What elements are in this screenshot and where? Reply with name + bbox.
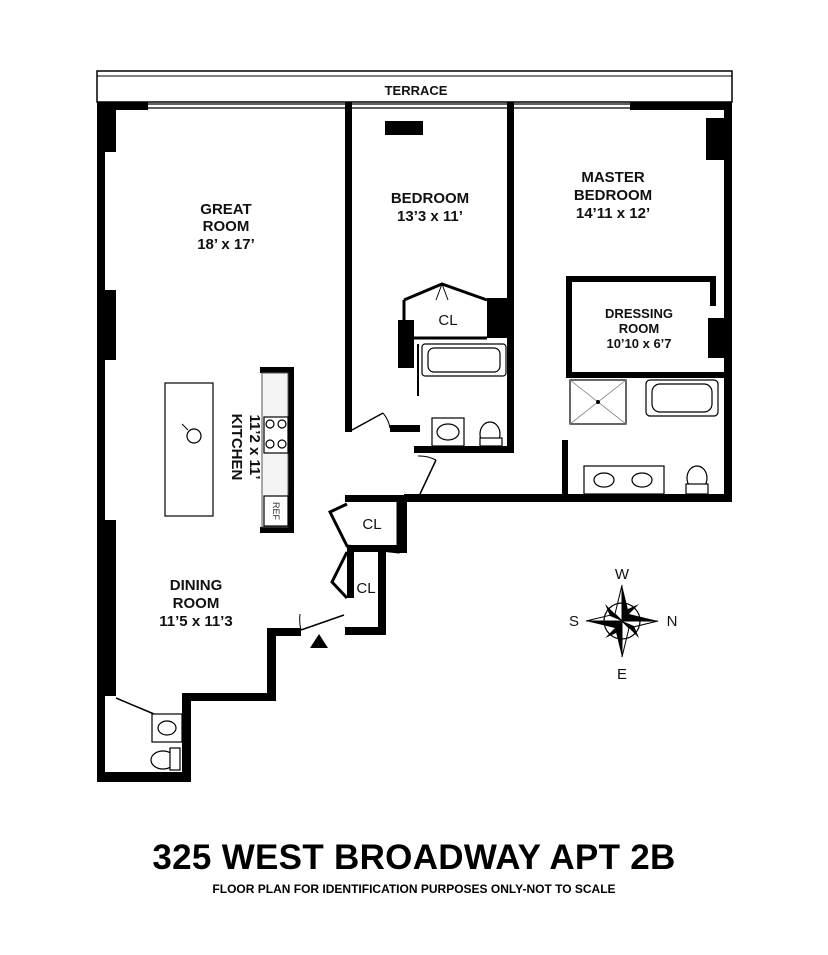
dining-room-size: 11’5 x 11’3 — [159, 613, 232, 630]
dining-room-label-1: DINING — [170, 577, 223, 594]
bedroom-size: 13’3 x 11’ — [397, 208, 463, 225]
closet-label-bedroom: CL — [438, 312, 457, 329]
bedroom-bath — [417, 343, 507, 447]
master-bedroom-label-2: BEDROOM — [574, 187, 652, 204]
fridge-label: REF — [271, 502, 281, 521]
kitchen: REF — [164, 367, 294, 533]
master-bedroom-label-1: MASTER — [581, 169, 645, 186]
great-room-label-2: ROOM — [203, 218, 250, 235]
room-labels: GREAT ROOM 18’ x 17’ BEDROOM 13’3 x 11’ … — [159, 169, 673, 630]
powder-room — [150, 713, 183, 771]
closet-label-hall-2: CL — [356, 580, 375, 597]
compass-rose: W E S N — [569, 566, 677, 683]
master-bath — [569, 379, 719, 495]
dining-room-label-2: ROOM — [173, 595, 220, 612]
compass-east: E — [617, 666, 627, 683]
great-room-size: 18’ x 17’ — [197, 236, 255, 253]
master-bedroom-size: 14’11 x 12’ — [576, 205, 650, 222]
plan-disclaimer: FLOOR PLAN FOR IDENTIFICATION PURPOSES O… — [212, 882, 616, 896]
interior-walls — [345, 102, 732, 500]
plan-title: 325 WEST BROADWAY APT 2B — [152, 838, 676, 877]
closet-label-hall-1: CL — [362, 516, 381, 533]
great-room-label-1: GREAT — [200, 201, 251, 218]
exterior-walls — [97, 102, 732, 782]
terrace-windows — [148, 103, 630, 109]
compass-west: W — [615, 566, 630, 583]
bedroom-label: BEDROOM — [391, 190, 469, 207]
entrance-arrow-icon — [310, 634, 328, 648]
compass-north: N — [667, 613, 678, 630]
closets — [327, 282, 488, 635]
doors — [115, 412, 437, 715]
terrace-label: TERRACE — [385, 83, 448, 98]
dressing-room-label-1: DRESSING — [605, 306, 673, 321]
kitchen-size: 11’2 x 11’ — [246, 414, 263, 479]
dressing-room-label-2: ROOM — [619, 321, 659, 336]
kitchen-label: KITCHEN — [228, 414, 245, 481]
dressing-room-size: 10’10 x 6’7 — [606, 336, 671, 351]
terrace: TERRACE — [96, 70, 733, 103]
compass-south: S — [569, 613, 579, 630]
